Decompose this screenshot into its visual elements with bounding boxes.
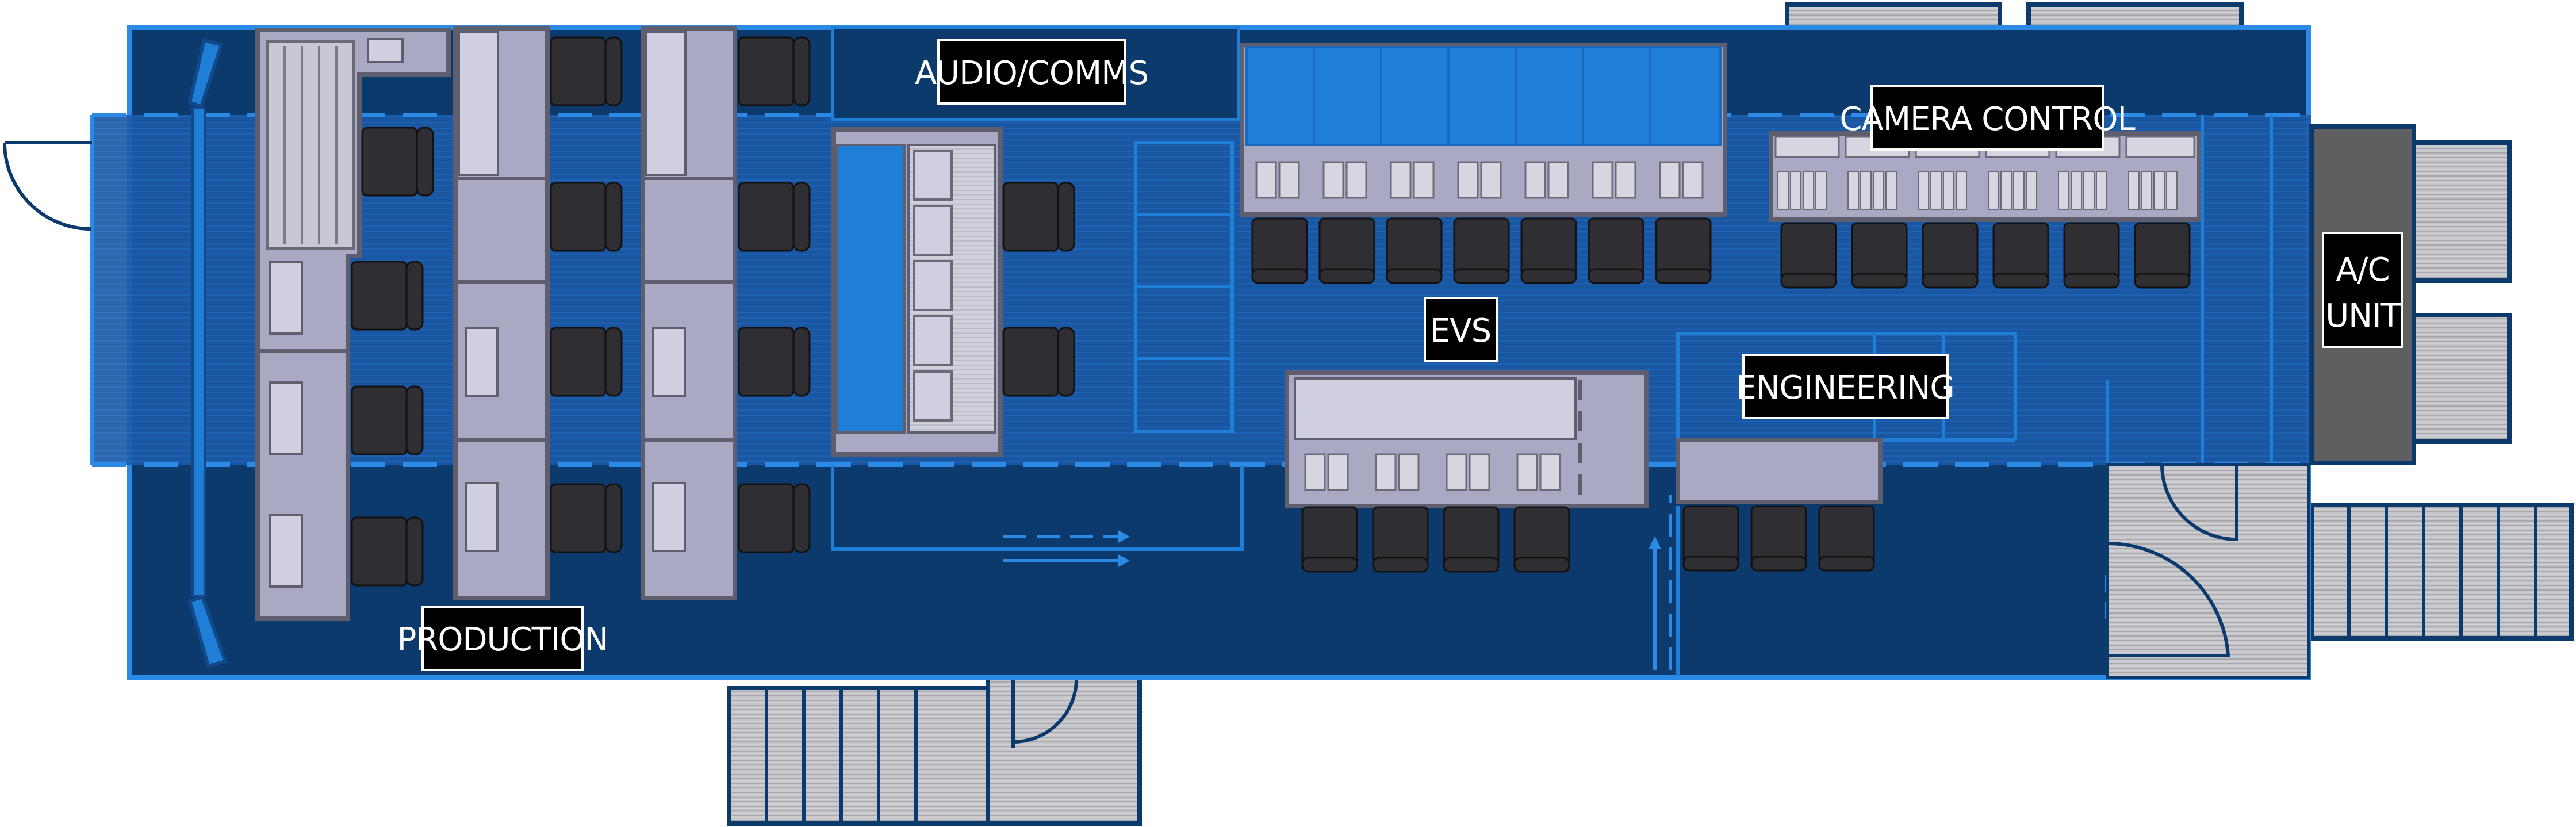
chair-icon — [1992, 222, 2049, 289]
stairs-right — [2309, 503, 2574, 641]
chair-icon — [738, 327, 811, 397]
door-swing-icon — [2107, 541, 2230, 657]
chair-icon — [738, 36, 811, 106]
door-swing-icon — [2160, 464, 2238, 542]
production-chairs-col2 — [550, 36, 623, 553]
chair-icon — [1588, 217, 1644, 284]
label-ac-unit: A/C UNIT — [2322, 232, 2404, 348]
chair-icon — [550, 483, 623, 553]
label-camera-control: CAMERA CONTROL — [1839, 85, 2136, 151]
label-audio-comms: AUDIO/COMMS — [915, 39, 1149, 105]
chair-icon — [1922, 222, 1979, 289]
label-camera-control-text: CAMERA CONTROL — [1839, 101, 2135, 138]
production-console-row2 — [453, 26, 550, 600]
chair-icon — [1750, 505, 1807, 572]
flow-arrow-icon — [1649, 536, 1661, 549]
chair-icon — [1002, 182, 1075, 252]
control-panel-icon — [1524, 161, 1569, 199]
evs-upper-chairs — [1251, 217, 1712, 284]
control-panel-icon — [1390, 161, 1435, 199]
label-production: PRODUCTION — [397, 606, 608, 671]
control-panel-icon — [1457, 161, 1502, 199]
chair-icon — [1655, 217, 1712, 284]
label-evs-text: EVS — [1430, 312, 1491, 350]
control-panel-icon — [1322, 161, 1367, 199]
stairs-bottom — [727, 686, 990, 826]
chair-icon — [1372, 506, 1429, 573]
control-panel-icon — [2128, 171, 2178, 210]
production-chairs-col3 — [738, 36, 811, 553]
engineering-desk — [1676, 438, 1883, 504]
chair-icon — [1453, 217, 1510, 284]
chair-icon — [1301, 506, 1358, 573]
camera-control-chairs — [1780, 222, 2191, 289]
chair-icon — [2063, 222, 2120, 289]
control-panel-icon — [1592, 161, 1636, 199]
production-console-front — [255, 28, 451, 621]
audio-chairs — [1002, 182, 1075, 397]
step-right-upper — [2410, 140, 2512, 283]
front-partition — [187, 38, 228, 668]
label-ac-line1: A/C — [2336, 251, 2389, 289]
chair-icon — [1851, 222, 1908, 289]
evs-upper-panels — [1255, 161, 1704, 199]
label-audio-comms-text: AUDIO/COMMS — [915, 55, 1148, 92]
chair-icon — [351, 261, 424, 331]
control-panel-icon — [1375, 453, 1420, 491]
chair-icon — [550, 327, 623, 397]
control-panel-icon — [2058, 171, 2107, 210]
landing-bottom — [986, 674, 1142, 826]
step-right-lower — [2410, 313, 2512, 444]
chair-icon — [738, 182, 811, 252]
chair-icon — [738, 483, 811, 553]
evs-lower-desk — [1285, 370, 1649, 508]
chair-icon — [1513, 506, 1570, 573]
chair-icon — [1818, 505, 1875, 572]
chair-icon — [351, 516, 424, 587]
chair-icon — [2134, 222, 2191, 289]
chair-icon — [1443, 506, 1500, 573]
flow-arrow-icon — [1118, 554, 1130, 567]
control-panel-icon — [1847, 171, 1897, 210]
control-panel-icon — [1516, 453, 1561, 491]
control-panel-icon — [1304, 453, 1349, 491]
chair-icon — [1251, 217, 1308, 284]
control-panel-icon — [1446, 453, 1490, 491]
chair-icon — [1780, 222, 1837, 289]
control-panel-icon — [1659, 161, 1704, 199]
rack-grid — [1134, 141, 1234, 433]
engineering-chairs — [1682, 505, 1875, 572]
control-panel-icon — [1255, 161, 1300, 199]
evs-lower-chairs — [1301, 506, 1570, 573]
control-panel-icon — [1988, 171, 2037, 210]
chair-icon — [361, 127, 434, 197]
chair-icon — [1520, 217, 1577, 284]
chair-icon — [351, 385, 424, 455]
control-panel-icon — [1777, 171, 1827, 210]
label-ac-line2: UNIT — [2325, 297, 2401, 335]
chair-icon — [1682, 505, 1739, 572]
production-console-row3 — [641, 26, 737, 600]
left-entry-door[interactable] — [3, 141, 92, 231]
chair-icon — [550, 182, 623, 252]
label-engineering: ENGINEERING — [1736, 354, 1955, 419]
label-production-text: PRODUCTION — [397, 621, 608, 658]
door-swing-icon — [3, 141, 92, 231]
label-evs: EVS — [1424, 297, 1498, 362]
chair-icon — [550, 36, 623, 106]
monitor-icon — [367, 38, 404, 63]
flow-arrows — [1003, 495, 1672, 670]
door-swing-icon — [1011, 678, 1078, 744]
rear-vestibule — [2106, 463, 2310, 679]
chair-icon — [1318, 217, 1375, 284]
production-chairs-col1 — [351, 127, 434, 587]
label-engineering-text: ENGINEERING — [1736, 369, 1954, 407]
chair-icon — [1386, 217, 1443, 284]
flow-arrow-icon — [1118, 530, 1130, 543]
audio-console — [831, 127, 1003, 457]
chair-icon — [1002, 327, 1075, 397]
control-panel-icon — [1918, 171, 1967, 210]
